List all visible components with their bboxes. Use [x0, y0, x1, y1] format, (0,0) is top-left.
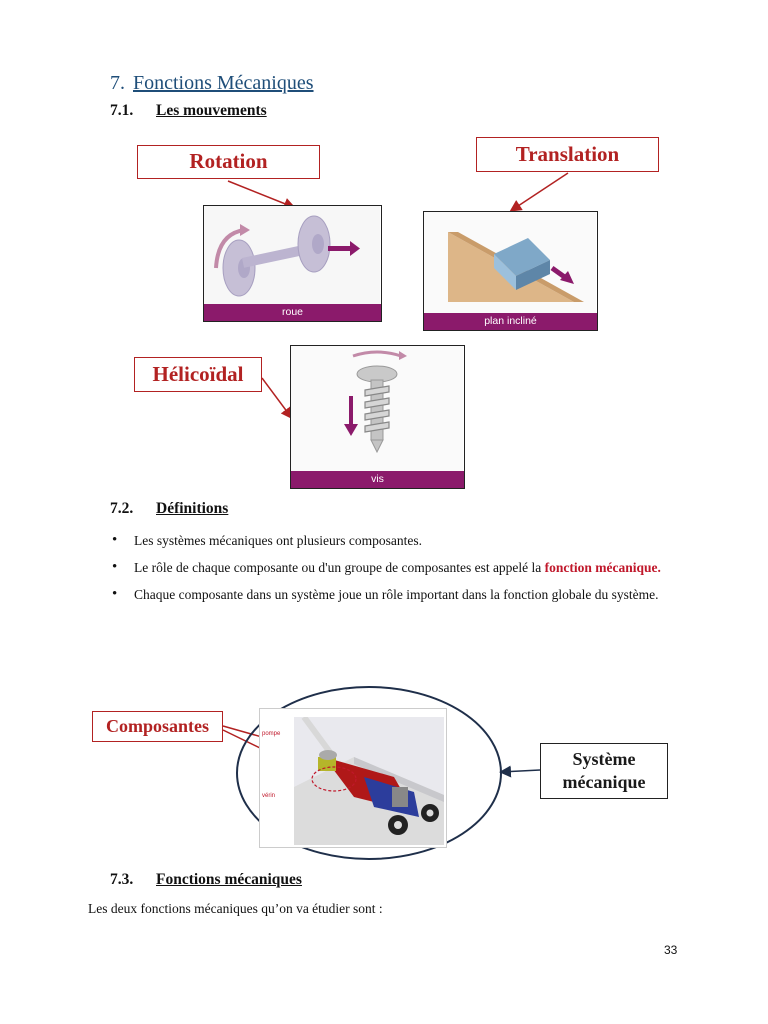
subsection-number: 7.1.	[110, 102, 134, 119]
system-image-frame: pompe vérin	[259, 708, 447, 848]
section-number: 7.	[110, 72, 125, 94]
systeme-arrow	[499, 765, 541, 778]
screw-illustration	[291, 346, 463, 472]
subsection-number: 7.3.	[110, 871, 134, 888]
hydraulic-jack-illustration	[294, 715, 444, 845]
subsection-7-3: 7.3. Fonctions mécaniques	[110, 871, 302, 889]
rotation-caption: roue	[204, 304, 381, 321]
translation-image-card: plan incliné	[423, 211, 598, 331]
helicoidal-label: Hélicoïdal	[134, 357, 262, 392]
page-number: 33	[664, 943, 678, 957]
inclined-plane-illustration	[424, 212, 596, 314]
translation-arrow	[509, 172, 569, 212]
rotation-label: Rotation	[137, 145, 320, 179]
definitions-list: Les systèmes mécaniques ont plusieurs co…	[110, 527, 680, 608]
section-title: Fonctions Mécaniques	[133, 72, 314, 94]
translation-label: Translation	[476, 137, 659, 172]
definition-bullet-1: Les systèmes mécaniques ont plusieurs co…	[110, 527, 680, 554]
part-label-verin: vérin	[262, 793, 276, 799]
rotation-image-card: roue	[203, 205, 382, 322]
wheel-axle-illustration	[204, 206, 380, 306]
definition-bullet-2: Le rôle de chaque composante ou d'un gro…	[110, 554, 680, 581]
subsection-title: Fonctions mécaniques	[156, 871, 302, 888]
helicoidal-arrow	[261, 377, 293, 420]
composantes-label: Composantes	[92, 711, 223, 742]
system-ellipse	[236, 686, 502, 860]
systeme-mecanique-label: Système mécanique	[540, 743, 668, 799]
intro-text: Les deux fonctions mécaniques qu’on va é…	[88, 901, 383, 916]
helicoidal-image-card: vis	[290, 345, 465, 489]
subsection-7-1: 7.1. Les mouvements	[110, 102, 267, 120]
rotation-arrow	[227, 180, 296, 210]
highlight-term: fonction mécanique	[544, 560, 658, 575]
subsection-7-2: 7.2. Définitions	[110, 500, 228, 518]
helicoidal-caption: vis	[291, 471, 464, 488]
systeme-label-line-2: mécanique	[562, 772, 646, 792]
subsection-title: Définitions	[156, 500, 229, 517]
subsection-number: 7.2.	[110, 500, 134, 517]
section-heading: 7. Fonctions Mécaniques	[110, 72, 314, 95]
subsection-title: Les mouvements	[156, 102, 267, 119]
translation-caption: plan incliné	[424, 313, 597, 330]
part-label-pompe: pompe	[262, 731, 281, 737]
definition-bullet-3: Chaque composante dans un système joue u…	[110, 581, 680, 608]
systeme-label-line-1: Système	[572, 749, 636, 769]
